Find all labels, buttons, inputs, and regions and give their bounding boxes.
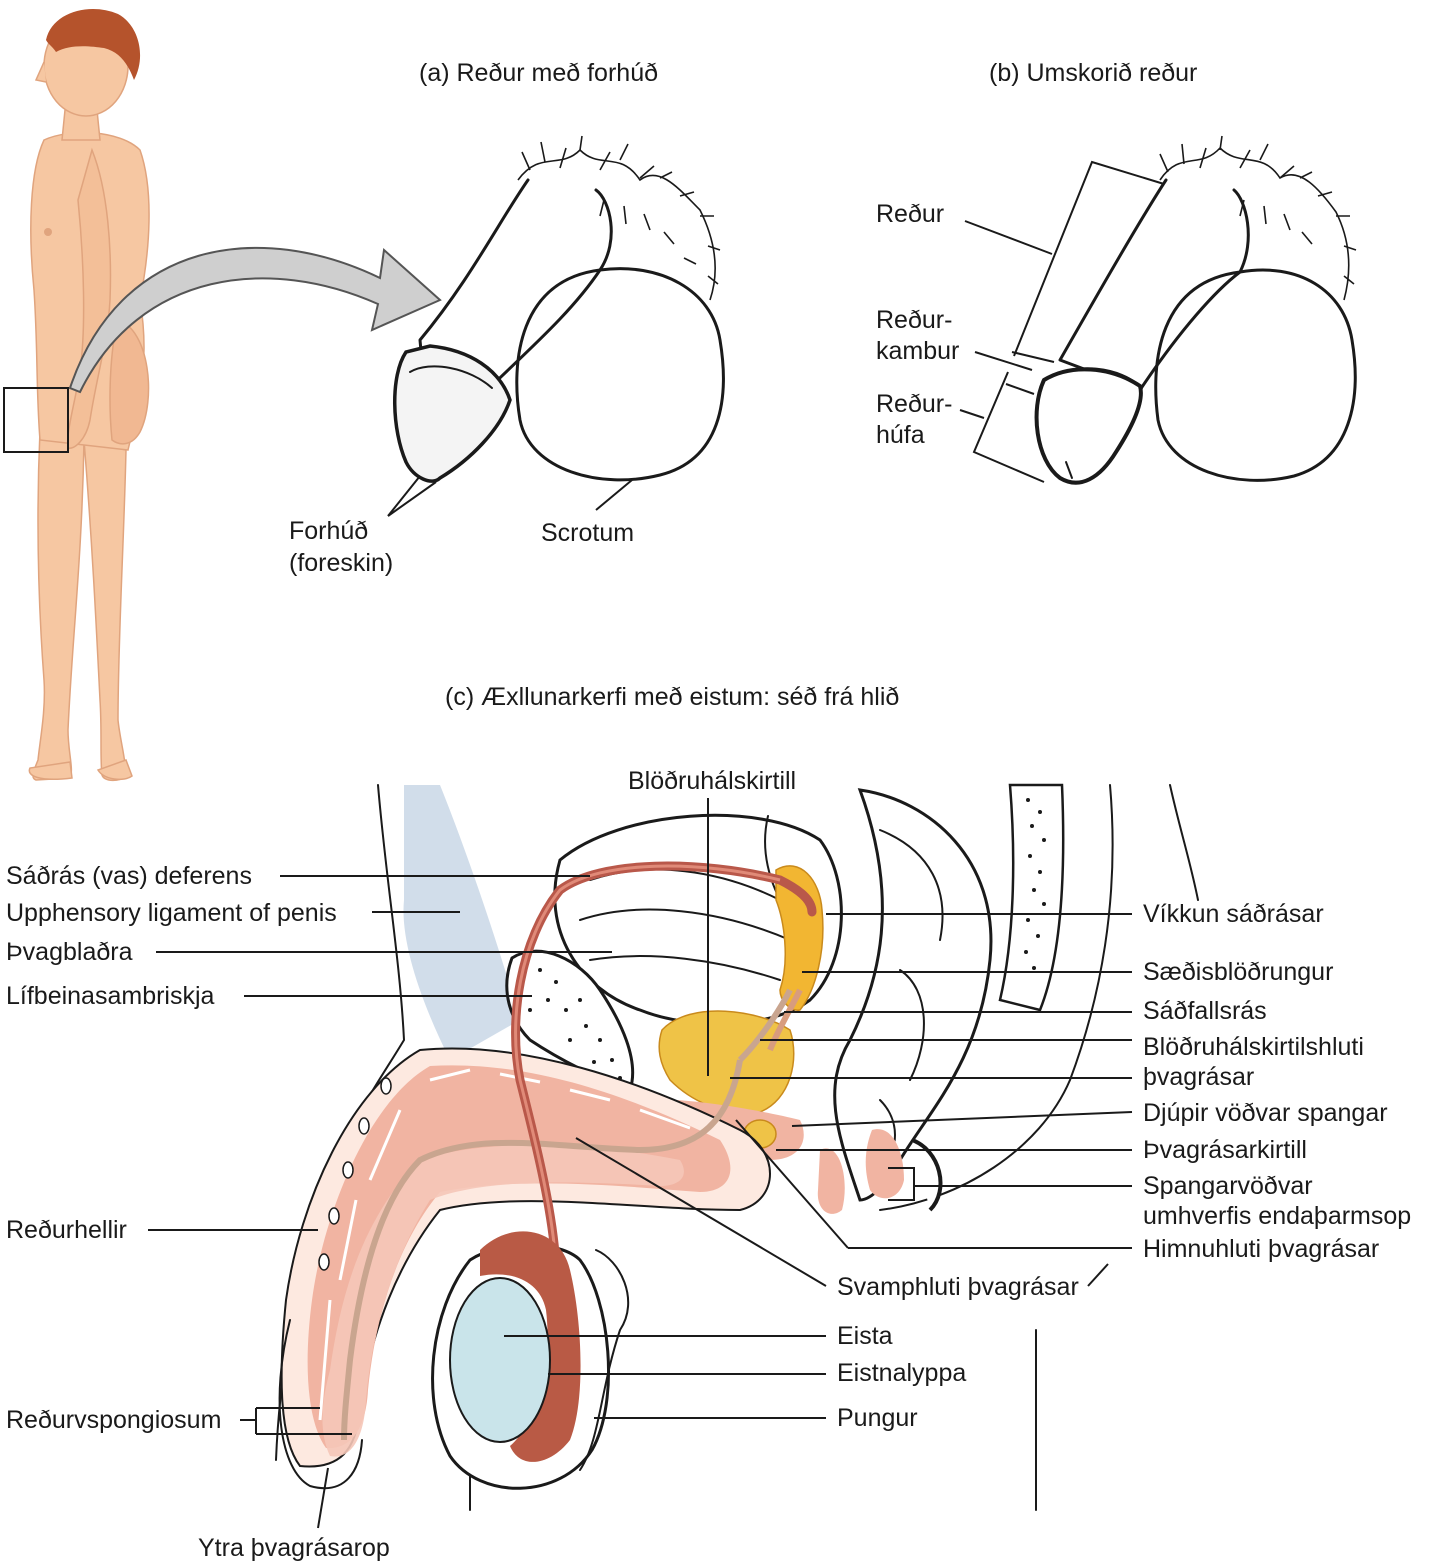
panel-b: (b) Umskorið reður Reður Reður- kambur R…	[876, 59, 1357, 485]
foreskin-leader-2	[387, 481, 437, 517]
label-vas-deferens: Sáðrás (vas) deferens	[6, 862, 252, 890]
label-scrotum-c: Pungur	[837, 1404, 918, 1432]
label-seminal-vesicle: Sæðisblöðrungur	[1143, 958, 1333, 986]
label-glans-1: Reður-	[876, 390, 952, 418]
label-ampulla: Víkkun sáðrásar	[1143, 900, 1324, 928]
foreskin-leader-1	[387, 475, 421, 517]
label-testis: Eista	[837, 1322, 893, 1350]
label-foreskin-2: (foreskin)	[289, 549, 393, 577]
panel-b-penis-bracket	[972, 160, 1165, 483]
label-cavernosum: Reðurhellir	[6, 1216, 127, 1244]
label-epididymis: Eistnalyppa	[837, 1359, 966, 1387]
label-anal-1: Spangarvöðvar	[1143, 1172, 1313, 1200]
panel-b-pubic-hair	[1159, 135, 1357, 301]
figure-callout-box	[3, 387, 69, 453]
figure-legs	[32, 429, 127, 782]
corona-tick-1	[1011, 351, 1055, 363]
anal-sphincter-2	[865, 1129, 904, 1199]
body-outline-back	[879, 784, 1114, 1211]
penis-glans-outline	[278, 1319, 363, 1489]
sacrum-texture	[1024, 798, 1046, 970]
spongiosum-bracket	[240, 1407, 352, 1435]
label-scrotum-a: Scrotum	[541, 519, 634, 547]
panel-b-corona	[1045, 367, 1143, 389]
label-prostate-top: Blöðruhálskirtill	[628, 767, 796, 795]
panel-b-meatus	[1065, 461, 1073, 479]
panel-a-foreskin-fold	[409, 365, 493, 389]
corona-tick-2	[1005, 383, 1035, 395]
penis-skin-rings	[318, 1077, 392, 1271]
figure-foot-left	[28, 761, 73, 780]
label-meatus: Ytra þvagrásarop	[198, 1534, 390, 1562]
panel-b-title: (b) Umskorið reður	[989, 59, 1197, 87]
male-figure-illustration	[3, 9, 150, 782]
body-outline-buttock	[1169, 784, 1199, 901]
label-anal-2: umhverfis endaþarmsop	[1143, 1202, 1411, 1230]
perineum-curve	[579, 1249, 630, 1471]
panel-a-pubic-hair	[517, 135, 721, 301]
panel-c: (c) Æxllunarkerfi með eistum: séð frá hl…	[6, 683, 1411, 1562]
corpus-spongiosum	[322, 1145, 684, 1457]
label-ejaculatory: Sáðfallsrás	[1143, 997, 1267, 1025]
label-corona-2: kambur	[876, 337, 959, 365]
anal-canal	[911, 1138, 943, 1212]
label-suspensory: Upphensory ligament of penis	[6, 899, 337, 927]
vas-deferens-inner	[514, 864, 781, 1301]
label-penis: Reður	[876, 200, 944, 228]
spongy-urethra	[341, 1059, 743, 1441]
deep-perineal-leader	[791, 1111, 1133, 1127]
label-corona-1: Reður-	[876, 306, 952, 334]
scrotum-a-leader	[595, 479, 633, 511]
penis-leader	[964, 220, 1053, 255]
ejaculatory-duct	[767, 988, 803, 1052]
anal-sphincter-1	[817, 1148, 845, 1214]
label-foreskin-1: Forhúð	[289, 517, 368, 545]
panel-c-title: (c) Æxllunarkerfi með eistum: séð frá hl…	[445, 683, 899, 711]
panel-a-glans-foreskin	[393, 344, 512, 483]
figure-buttocks	[109, 319, 150, 445]
label-membranous: Himnuhluti þvagrásar	[1143, 1235, 1379, 1263]
label-spongy: Svamphluti þvagrásar	[837, 1273, 1079, 1301]
meatus-leader	[317, 1467, 329, 1529]
figure-nipple	[44, 228, 52, 236]
panel-a-scrotum	[515, 267, 725, 482]
panel-b-glans	[1034, 367, 1143, 485]
label-prostatic-urethra-1: Blöðruhálskirtilshluti	[1143, 1033, 1364, 1061]
label-pubic: Lífbeinasambriskja	[6, 982, 215, 1010]
panel-a-title: (a) Reður með forhúð	[419, 59, 658, 87]
prostatic-urethra	[737, 988, 793, 1063]
suspensory-ligament	[403, 785, 520, 1060]
zoom-arrow	[68, 246, 442, 394]
anal-leader	[888, 1167, 1132, 1201]
sacrum	[998, 783, 1065, 1012]
pubic-symphysis-texture	[528, 968, 622, 1080]
figure-arm	[67, 147, 112, 449]
corona-leader	[974, 351, 1033, 371]
label-bladder: Þvagblaðra	[6, 938, 133, 966]
spongy-leader	[575, 1137, 827, 1287]
panel-a: (a) Reður með forhúð Forhúð (foreskin) S…	[289, 59, 725, 577]
label-bulbourethral: Þvagrásarkirtill	[1143, 1136, 1307, 1164]
figure-nose	[34, 61, 47, 83]
label-spongiosum: Reðurvspongiosum	[6, 1406, 221, 1434]
epididymis	[480, 1231, 581, 1462]
label-glans-2: húfa	[876, 421, 925, 449]
testis	[449, 1277, 551, 1443]
panel-b-shaft	[1058, 178, 1250, 392]
panel-b-scrotum	[1154, 268, 1357, 482]
figure-foot-right	[96, 759, 133, 781]
membranous-leader	[735, 1119, 849, 1249]
label-prostatic-urethra-2: þvagrásar	[1143, 1063, 1254, 1091]
figure-hair	[46, 9, 141, 80]
glans-leader	[959, 409, 985, 419]
spongy-leader-right	[1087, 1263, 1109, 1287]
label-deep-perineal: Djúpir vöðvar spangar	[1143, 1099, 1388, 1127]
